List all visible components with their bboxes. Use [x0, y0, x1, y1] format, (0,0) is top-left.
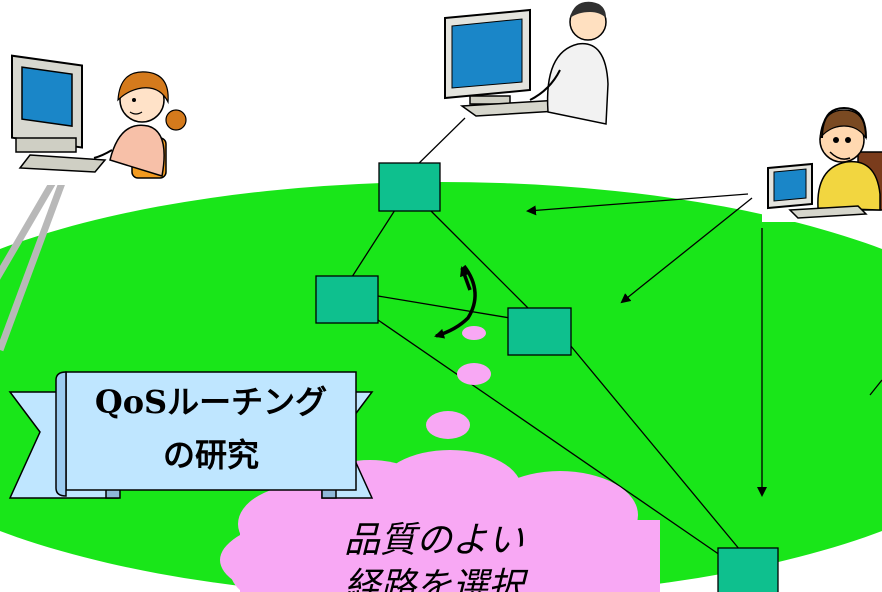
ribbon-banner: [8, 371, 374, 499]
request-arrows: [526, 193, 767, 497]
bubble-line-2: 経路を選択: [344, 566, 529, 592]
man-at-computer-icon: [444, 1, 609, 125]
ribbon-main: [65, 371, 357, 491]
girl-at-computer-icon: [0, 54, 187, 185]
thought-dot: [457, 363, 491, 385]
routers: [315, 162, 779, 592]
operator-with-headset-icon: [762, 106, 882, 222]
banner-line-1: QoSルーチング: [95, 383, 327, 421]
thought-dot: [462, 326, 486, 340]
router-center: [507, 307, 572, 356]
gray-access-link: [0, 168, 70, 352]
router-top: [378, 162, 441, 212]
router-left: [315, 275, 379, 324]
banner-line-2: の研究: [163, 436, 259, 474]
router-bottom: [717, 547, 779, 592]
thought-dots: [426, 326, 491, 439]
arrow-diagonal: [620, 197, 753, 304]
route-selection-curve: [434, 264, 477, 339]
bubble-line-1: 品質のよい: [344, 520, 524, 561]
thought-dot: [426, 411, 470, 439]
network-links: [349, 117, 882, 556]
arrow-left: [526, 193, 749, 216]
